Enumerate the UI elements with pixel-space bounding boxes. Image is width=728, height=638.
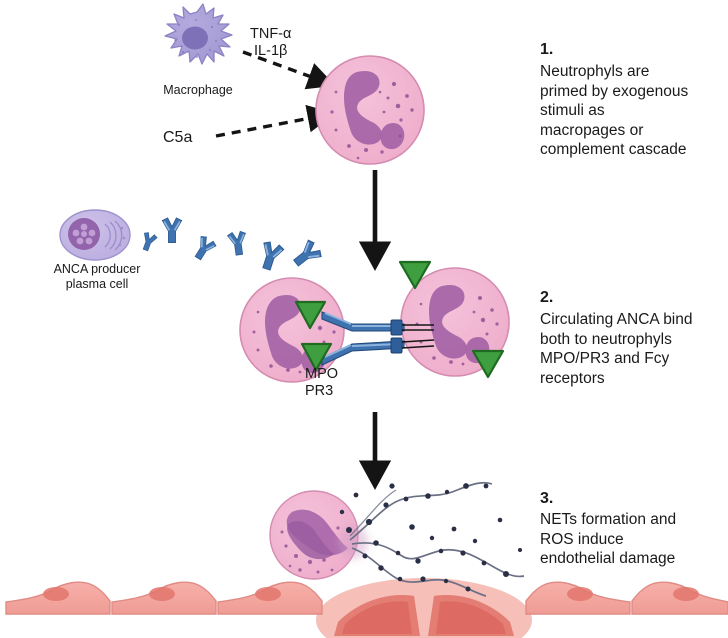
endothelium-intact-cells bbox=[5, 581, 728, 615]
plasma-cell-label: ANCA producer plasma cell bbox=[53, 262, 141, 291]
plasma-cell bbox=[59, 209, 131, 261]
step-3-number: 3. bbox=[540, 490, 554, 507]
c5a-label: C5a bbox=[163, 129, 193, 146]
mpo-pr3-label: MPO PR3 bbox=[305, 366, 339, 399]
step-2-number: 2. bbox=[540, 289, 554, 306]
neutrophil-right bbox=[400, 267, 510, 377]
endothelial-cell bbox=[5, 581, 111, 615]
fc-receptor-lower bbox=[471, 349, 505, 379]
mpo-pr3-receptor-lower bbox=[300, 342, 333, 372]
endothelial-cell bbox=[631, 581, 728, 615]
net-granule-dots bbox=[339, 483, 522, 592]
endothelial-cell bbox=[111, 581, 217, 615]
endothelial-cell bbox=[217, 581, 323, 615]
net-strands bbox=[349, 481, 525, 597]
arrow-macrophage-to-neutrophil bbox=[242, 50, 336, 90]
endothelium-damaged-region bbox=[316, 578, 532, 638]
neutrophil-top bbox=[315, 55, 425, 165]
step-3-text: NETs formation and ROS induce endothelia… bbox=[540, 511, 677, 567]
endothelial-cell bbox=[525, 581, 631, 615]
free-antibodies bbox=[142, 217, 322, 271]
bridging-antibodies bbox=[321, 311, 435, 366]
step-2-text: Circulating ANCA bind both to neutrophyl… bbox=[540, 311, 693, 387]
macrophage-cell bbox=[164, 3, 233, 65]
cytokine-label: TNF-α IL-1β bbox=[250, 26, 292, 59]
mpo-pr3-receptor-upper bbox=[294, 300, 327, 330]
neutrophil-netosis bbox=[269, 490, 368, 580]
step-1-text: Neutrophyls are primed by exogenous stim… bbox=[540, 63, 689, 158]
receptor-triangles bbox=[294, 260, 505, 379]
arrow-c5a-to-neutrophil bbox=[215, 104, 336, 138]
macrophage-label: Macrophage bbox=[163, 83, 233, 97]
fc-receptor-upper bbox=[398, 260, 432, 290]
step-1-number: 1. bbox=[540, 41, 554, 58]
